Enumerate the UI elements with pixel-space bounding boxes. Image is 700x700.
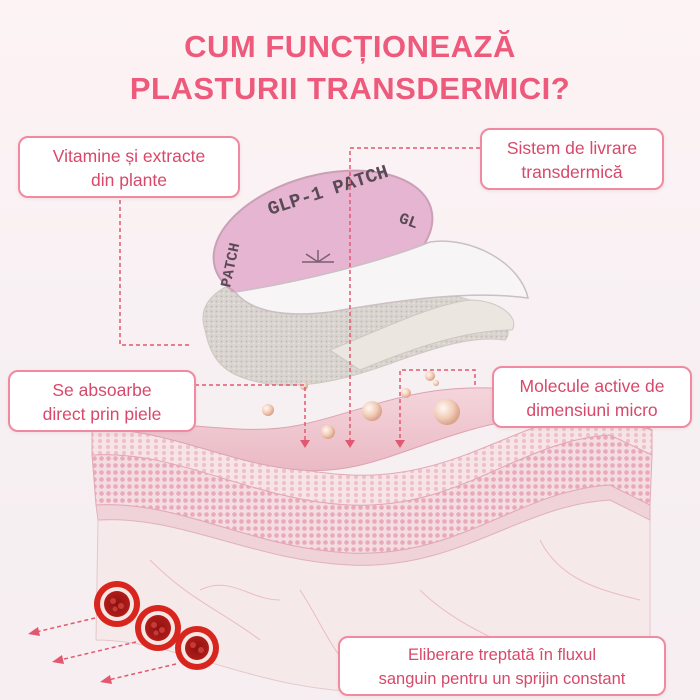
callout-delivery-line-1: Sistem de livrare	[506, 138, 638, 158]
patch-logo-icon	[302, 250, 334, 263]
callout-absorb-line-1: Se absoarbe	[52, 380, 152, 400]
title-line-1: CUM FUNCȚIONEAZĂ	[184, 29, 516, 64]
blood-vessels	[94, 581, 219, 670]
callout-connectors	[119, 147, 480, 440]
callout-vitamins: Vitamine și extracte din plante	[18, 136, 240, 198]
patch-label-right: GL	[396, 210, 420, 233]
callout-absorb-line-2: direct prin piele	[42, 404, 162, 424]
micro-molecules	[262, 371, 460, 439]
release-arrows	[35, 617, 177, 681]
connector-arrowheads	[300, 440, 405, 448]
release-arrowheads	[28, 627, 112, 684]
callout-molecules-line-2: dimensiuni micro	[526, 400, 658, 420]
patch-illustration: GLP-1 PATCH PATCH GL	[202, 161, 529, 386]
callout-absorb: Se absoarbe direct prin piele	[8, 370, 196, 432]
callout-delivery: Sistem de livrare transdermică	[480, 128, 664, 190]
callout-vitamins-line-2: din plante	[91, 170, 167, 190]
callout-molecules: Molecule active de dimensiuni micro	[492, 366, 692, 428]
callout-release-line-1: Eliberare treptată în fluxul	[407, 646, 597, 664]
callout-release-line-2: sanguin pentru un sprijin constant	[378, 670, 626, 688]
callout-vitamins-line-1: Vitamine și extracte	[52, 146, 206, 166]
callout-release: Eliberare treptată în fluxul sanguin pen…	[338, 636, 666, 696]
callout-delivery-line-2: transdermică	[521, 162, 623, 182]
page-title: CUM FUNCȚIONEAZĂ PLASTURII TRANSDERMICI?	[0, 26, 700, 110]
callout-molecules-line-1: Molecule active de	[519, 376, 665, 396]
title-line-2: PLASTURII TRANSDERMICI?	[129, 71, 571, 106]
